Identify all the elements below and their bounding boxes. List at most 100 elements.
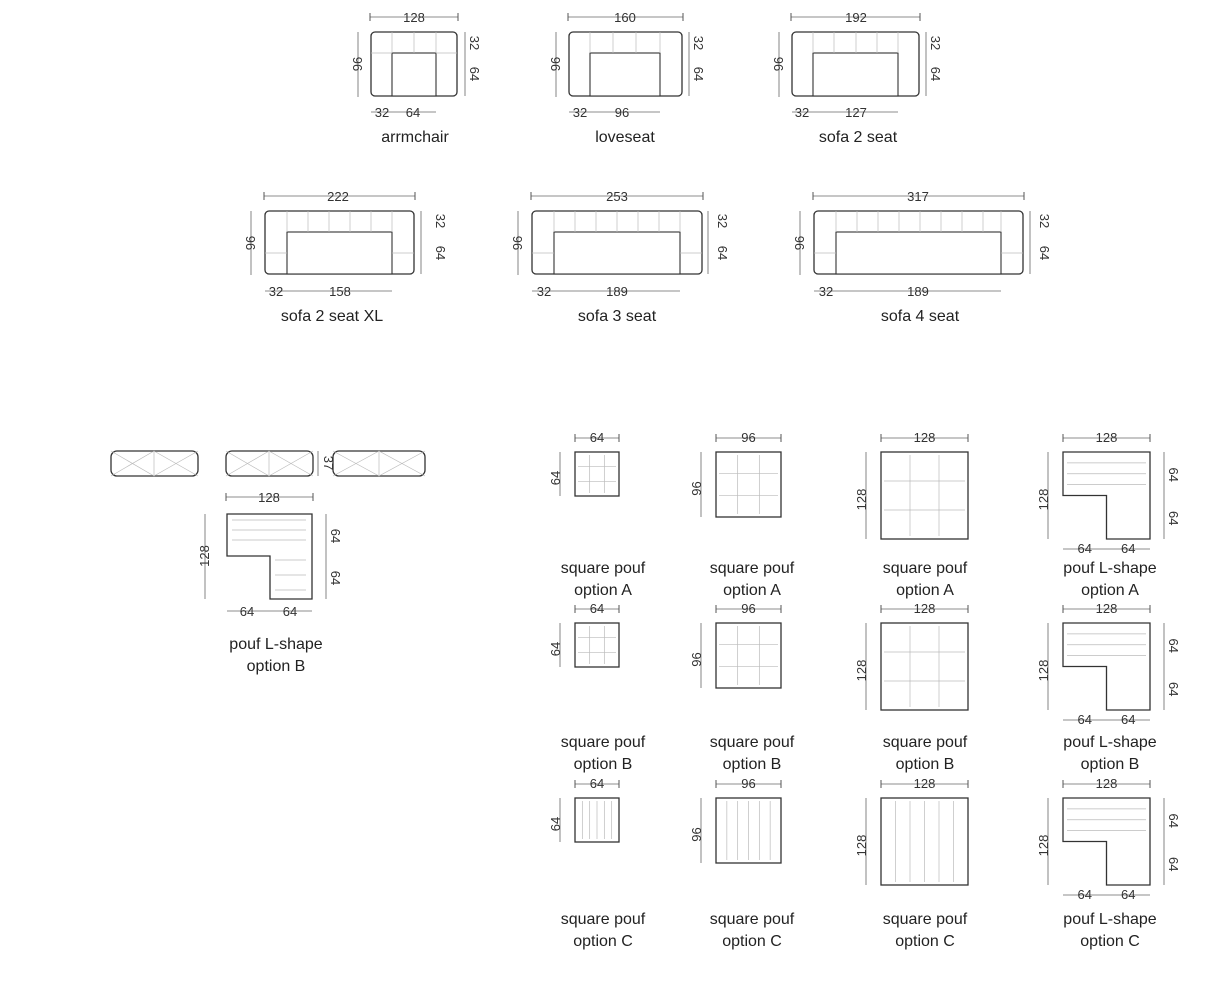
back-dim: 32 — [928, 36, 943, 50]
depth-dim: 96 — [771, 57, 786, 71]
depth-dim: 128 — [1036, 835, 1051, 857]
sofa-2-seat: 192 96 32 64 32 127 sofa 2 seat — [771, 10, 943, 146]
pouf-outline — [715, 622, 782, 689]
bottom-dim: 64 — [283, 604, 297, 619]
pouf-outline — [574, 622, 620, 668]
item-option: option C — [722, 933, 782, 950]
seat-width-dim: 189 — [907, 284, 929, 299]
segment-dim: 64 — [1166, 857, 1181, 871]
item-option: option A — [896, 582, 954, 599]
depth-dim: 96 — [689, 827, 704, 841]
seat-width-dim: 127 — [845, 105, 867, 120]
bottom-dim: 64 — [1078, 712, 1092, 727]
depth-dim: 128 — [197, 545, 212, 567]
height-dim: 37 — [321, 456, 336, 470]
item-option: option B — [247, 658, 306, 675]
width-dim: 128 — [914, 430, 936, 445]
sofa-label: sofa 2 seat XL — [281, 308, 383, 325]
width-dim: 64 — [590, 430, 604, 445]
depth-dim: 96 — [689, 481, 704, 495]
item-option: option B — [574, 756, 633, 773]
item-option: option C — [1080, 933, 1140, 950]
arm-dim: 32 — [819, 284, 833, 299]
width-dim: 96 — [741, 430, 755, 445]
depth-dim: 128 — [854, 489, 869, 511]
seat-width-dim: 96 — [615, 105, 629, 120]
item-option: option A — [574, 582, 632, 599]
depth-dim: 128 — [1036, 489, 1051, 511]
item-label: pouf L-shape — [1063, 734, 1157, 751]
segment-dim: 64 — [328, 571, 343, 585]
width-dim: 128 — [258, 490, 280, 505]
item-label: square pouf — [883, 734, 968, 751]
back-dim: 32 — [433, 214, 448, 228]
pouf-l-shape-left: 128 128 64 64 64 64 pouf L-shape option … — [197, 490, 343, 675]
pouf-outline — [715, 451, 782, 518]
width-dim: 64 — [590, 601, 604, 616]
seat-depth-dim: 64 — [467, 67, 482, 81]
item-label: pouf L-shape — [1063, 560, 1157, 577]
sofa-armchair: 128 96 32 64 32 64 arrmchair — [350, 10, 482, 146]
seat-width-dim: 189 — [606, 284, 628, 299]
depth-dim: 96 — [792, 236, 807, 250]
pouf-outline — [574, 451, 620, 497]
segment-dim: 64 — [1166, 511, 1181, 525]
seat-depth-dim: 64 — [433, 246, 448, 260]
arm-dim: 32 — [795, 105, 809, 120]
sofa-4-seat: 317 96 32 64 32 189 sofa 4 seat — [792, 189, 1052, 325]
width-dim: 128 — [914, 601, 936, 616]
item-option: option B — [723, 756, 782, 773]
pouf-item: 128 128 square pouf option B — [854, 601, 969, 773]
width-dim: 128 — [1096, 601, 1118, 616]
item-option: option B — [896, 756, 955, 773]
depth-dim: 128 — [854, 660, 869, 682]
width-dim: 64 — [590, 776, 604, 791]
l-shape-outline — [1062, 622, 1151, 711]
item-option: option A — [723, 582, 781, 599]
l-shape-outline — [1062, 797, 1151, 886]
arm-dim: 32 — [537, 284, 551, 299]
depth-dim: 96 — [689, 652, 704, 666]
width-dim: 222 — [327, 189, 349, 204]
item-label: square pouf — [710, 560, 795, 577]
segment-dim: 64 — [1166, 814, 1181, 828]
seat-depth-dim: 64 — [691, 67, 706, 81]
item-option: option C — [895, 933, 955, 950]
seat-depth-dim: 64 — [928, 67, 943, 81]
depth-dim: 96 — [548, 57, 563, 71]
bottom-dim: 64 — [1078, 541, 1092, 556]
back-dim: 32 — [467, 36, 482, 50]
item-label: square pouf — [883, 911, 968, 928]
item-label: pouf L-shape — [1063, 911, 1157, 928]
width-dim: 160 — [614, 10, 636, 25]
elevation-view: 37 — [110, 450, 426, 477]
width-dim: 317 — [907, 189, 929, 204]
item-option: option A — [1081, 582, 1139, 599]
item-label: square pouf — [561, 560, 646, 577]
back-dim: 32 — [1037, 214, 1052, 228]
item-label: pouf L-shape — [229, 636, 323, 653]
seat-depth-dim: 64 — [1037, 246, 1052, 260]
bottom-dim: 64 — [1121, 887, 1135, 902]
depth-dim: 96 — [243, 236, 258, 250]
sofa-label: sofa 2 seat — [819, 129, 898, 146]
width-dim: 253 — [606, 189, 628, 204]
width-dim: 128 — [1096, 776, 1118, 791]
width-dim: 128 — [1096, 430, 1118, 445]
sofa-label: sofa 3 seat — [578, 308, 657, 325]
width-dim: 96 — [741, 776, 755, 791]
width-dim: 128 — [914, 776, 936, 791]
pouf-outline — [880, 451, 969, 540]
bottom-dim: 64 — [1121, 712, 1135, 727]
